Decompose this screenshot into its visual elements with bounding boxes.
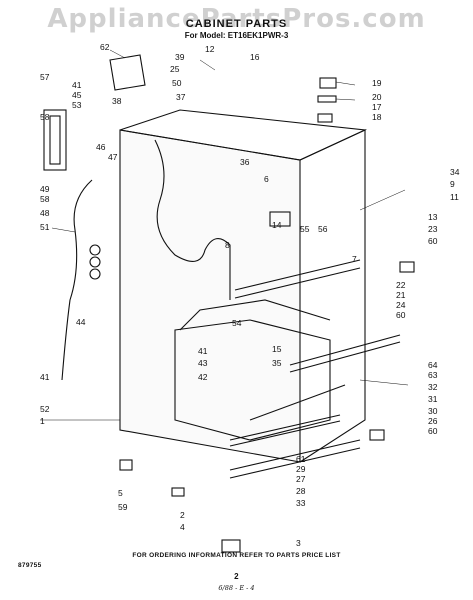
callout-number: 27 — [296, 474, 306, 484]
callout-number: 59 — [118, 502, 128, 512]
leader-lines — [40, 49, 409, 421]
callout-number: 58 — [40, 194, 50, 204]
handwritten-note: 6/88 - E - 4 — [218, 584, 255, 592]
callout-number: 32 — [428, 382, 438, 392]
callout-number: 47 — [108, 152, 118, 162]
callout-number: 22 — [396, 280, 406, 290]
callout-number: 25 — [170, 64, 180, 74]
callout-number: 24 — [396, 300, 406, 310]
callout-number: 62 — [100, 42, 110, 52]
callout-number: 23 — [428, 224, 438, 234]
callout-number: 38 — [112, 96, 122, 106]
diagram-title: CABINET PARTS — [185, 18, 288, 30]
callout-number: 35 — [272, 358, 282, 368]
callout-number: 21 — [396, 290, 406, 300]
callout-number: 1 — [40, 416, 45, 426]
callout-number: 31 — [428, 394, 438, 404]
callout-number: 54 — [232, 318, 242, 328]
callout-number: 42 — [198, 372, 208, 382]
callout-number: 29 — [296, 464, 306, 474]
diagram-code: 879755 — [18, 562, 42, 569]
callout-number: 50 — [172, 78, 182, 88]
page-number: 2 — [234, 572, 239, 581]
callout-number: 19 — [372, 78, 382, 88]
callout-number: 55 — [300, 224, 310, 234]
callout-number: 58 — [40, 112, 50, 122]
callout-number: 49 — [40, 184, 50, 194]
callout-number: 5 — [118, 488, 123, 498]
callout-number: 41 — [72, 80, 82, 90]
callout-number: 63 — [428, 370, 438, 380]
callout-number: 37 — [176, 92, 186, 102]
callout-number: 45 — [72, 90, 82, 100]
callout-number: 15 — [272, 344, 282, 354]
callout-number: 3 — [296, 538, 301, 548]
callout-number: 8 — [225, 240, 230, 250]
callout-number: 44 — [76, 317, 86, 327]
callout-number: 9 — [450, 179, 455, 189]
cabinet-outline — [43, 54, 415, 553]
callout-number: 17 — [372, 102, 382, 112]
callout-number: 53 — [72, 100, 82, 110]
callout-number: 60 — [428, 426, 438, 436]
callout-number: 20 — [372, 92, 382, 102]
callout-number: 51 — [40, 222, 50, 232]
callout-number: 12 — [205, 44, 215, 54]
callout-number: 30 — [428, 406, 438, 416]
callout-number: 26 — [428, 416, 438, 426]
callout-number: 6 — [264, 174, 269, 184]
callout-number: 48 — [40, 208, 50, 218]
callout-number: 41 — [198, 346, 208, 356]
callout-number: 4 — [180, 522, 185, 532]
callout-number: 16 — [250, 52, 260, 62]
callout-number: 11 — [450, 192, 459, 202]
callout-number: 13 — [428, 212, 438, 222]
callout-number: 46 — [96, 142, 106, 152]
callout-number: 39 — [175, 52, 185, 62]
callout-number: 36 — [240, 157, 250, 167]
callout-number: 14 — [272, 220, 282, 230]
callout-number: 33 — [296, 498, 306, 508]
callout-number: 18 — [372, 112, 382, 122]
callout-number: 7 — [352, 254, 357, 264]
callout-number: 43 — [198, 358, 208, 368]
callout-number: 60 — [396, 310, 406, 320]
callout-number: 56 — [318, 224, 328, 234]
callout-number: 52 — [40, 404, 50, 414]
callout-number: 34 — [450, 167, 460, 177]
ordering-instructions: FOR ORDERING INFORMATION REFER TO PARTS … — [132, 552, 341, 559]
callout-number: 28 — [296, 486, 306, 496]
callout-number: 2 — [180, 510, 185, 520]
callout-number: 60 — [428, 236, 438, 246]
callout-number: 61 — [296, 454, 306, 464]
callout-number: 64 — [428, 360, 438, 370]
callout-number: 41 — [40, 372, 50, 382]
model-line: For Model: ET16EK1PWR-3 — [184, 31, 289, 40]
callout-number: 57 — [40, 72, 50, 82]
